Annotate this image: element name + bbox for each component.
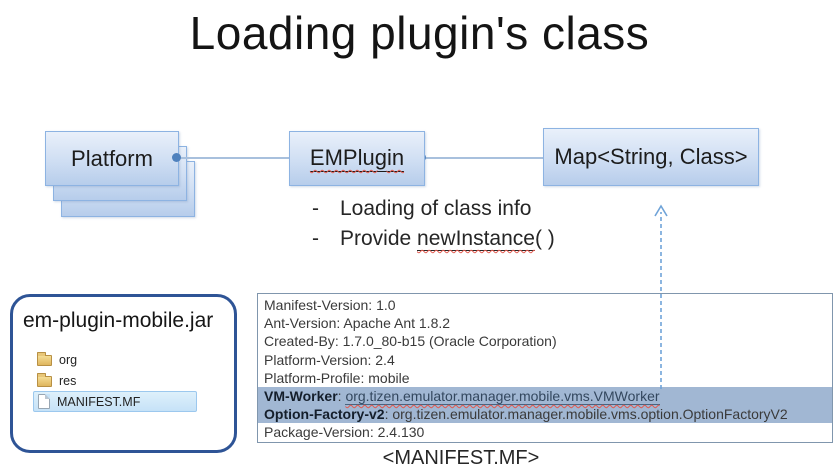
bullet-dash: - [312,227,319,250]
file-name: org [59,352,78,367]
folder-icon [37,352,52,366]
manifest-row: Manifest-Version: 1.0 [264,297,396,313]
slide-title: Loading plugin's class [189,7,650,59]
manifest-box: Manifest-Version: 1.0 Ant-Version: Apach… [257,293,833,443]
file-name: res [59,373,77,388]
manifest-row: Ant-Version: Apache Ant 1.8.2 [264,315,451,332]
jar-panel: em-plugin-mobile.jar org res MANIFEST.MF [10,294,237,453]
bullet-dash: - [312,197,319,220]
manifest-row: Platform-Version: 2.4 [264,351,395,368]
file-row-org[interactable]: org [33,349,203,370]
manifest-row: Platform-Profile: mobile [264,369,410,386]
bullet-item: - Loading of class info [312,197,555,221]
bullet-text: Provide newInstance( ) [340,227,555,251]
file-row-res[interactable]: res [33,370,203,391]
connector-dot-platform [172,153,181,162]
connector-platform-emplugin [178,157,290,159]
manifest-row-vm-worker: VM-Worker: org.tizen.emulator.manager.mo… [258,386,832,406]
folder-icon [37,373,52,387]
jar-title: em-plugin-mobile.jar [23,309,214,332]
manifest-row: Package-Version: 2.4.130 [264,424,425,441]
platform-label: Platform [71,145,153,171]
file-list: org res MANIFEST.MF [33,349,234,412]
file-icon [38,394,50,409]
map-box: Map<String, Class> [543,128,759,186]
manifest-row: Created-By: 1.7.0_80-b15 (Oracle Corpora… [264,333,557,350]
platform-box: Platform [45,131,179,186]
emplugin-box: EMPlugin [289,131,425,186]
file-row-manifest[interactable]: MANIFEST.MF [33,391,197,412]
map-label: Map<String, Class> [554,144,748,169]
file-name: MANIFEST.MF [57,394,141,409]
bullet-text: Loading of class info [340,197,532,220]
manifest-row-option-factory: Option-Factory-v2: org.tizen.emulator.ma… [258,405,832,424]
connector-emplugin-map [424,157,544,159]
emplugin-label: EMPlugin [309,145,405,172]
manifest-caption: <MANIFEST.MF> [382,447,540,469]
bullet-item: - Provide newInstance( ) [312,227,555,251]
bullet-list: - Loading of class info - Provide newIns… [312,197,555,257]
